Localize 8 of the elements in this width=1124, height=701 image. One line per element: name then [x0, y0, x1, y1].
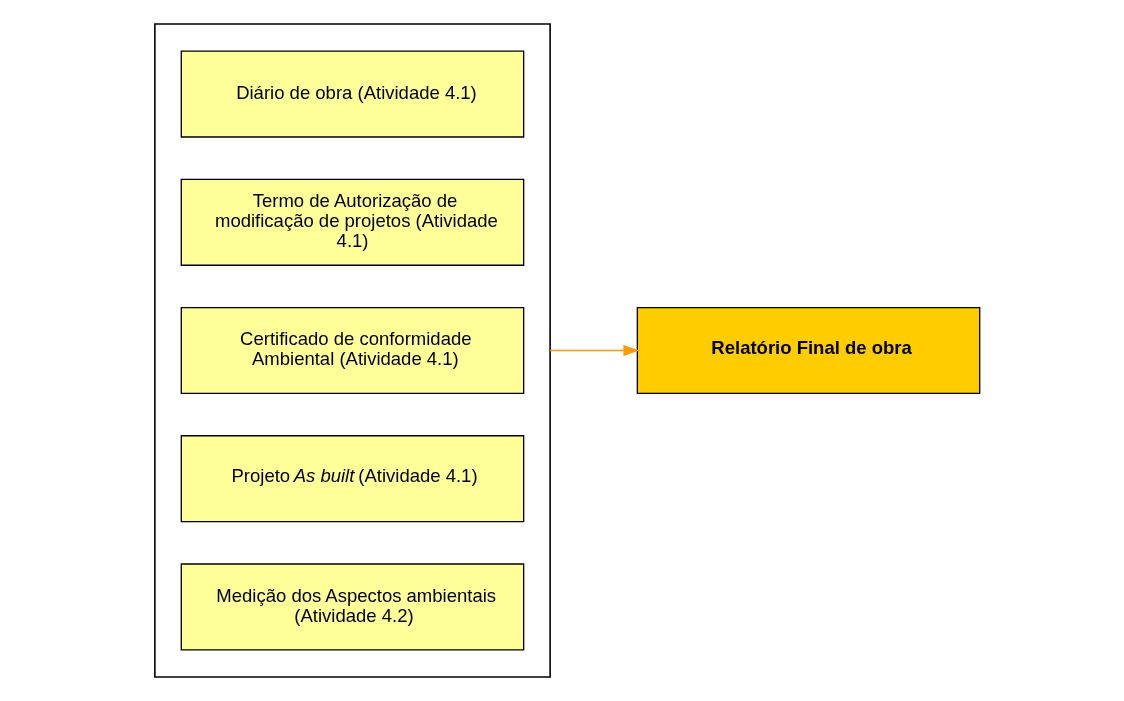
- node-box: Diário de obra (Atividade 4.1): [180, 50, 525, 138]
- node-box: Termo de Autorização de modificação de projetos (Atividade 4.1): [180, 178, 525, 266]
- cluster: [154, 23, 551, 678]
- node-box: Medição dos Aspectos ambientais (Atividade 4.2): [180, 563, 525, 651]
- node-box: Relatório Final de obra: [636, 306, 981, 395]
- node-box: Certificado de conformidade Ambiental (Atividade 4.1): [180, 306, 525, 395]
- node-box: Projeto As built (Atividade 4.1): [180, 435, 525, 523]
- arrow: [549, 344, 640, 357]
